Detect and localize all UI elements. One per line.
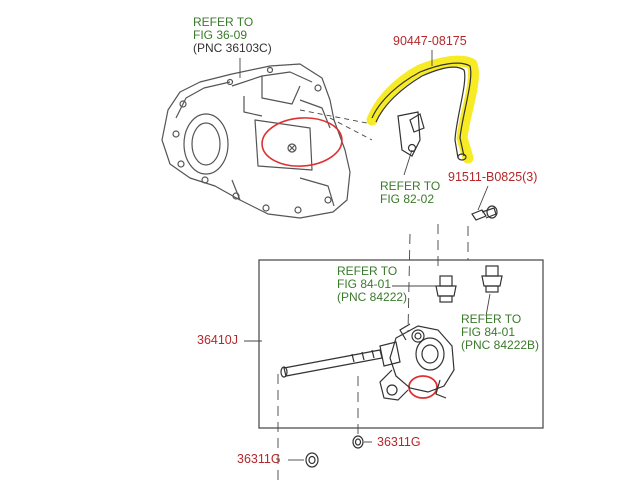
tube-bracket <box>397 111 425 157</box>
ref-fig-84-01-pnc-84222[interactable]: REFER TO FIG 84-01 (PNC 84222) <box>337 265 407 304</box>
ref-fig-36-09-line1: REFER TO <box>193 15 254 29</box>
ref-fig-36-09-line2: FIG 36-09 <box>193 28 248 42</box>
part-number-90447-08175[interactable]: 90447-08175 <box>393 34 467 48</box>
part-number-36410j[interactable]: 36410J <box>197 333 239 347</box>
ref-fig-84-01-a-line1: REFER TO <box>337 264 398 278</box>
transmission-housing <box>161 63 351 219</box>
part-number-91511-b0825[interactable]: 91511-B0825(3) <box>448 170 538 184</box>
shift-shaft <box>280 341 401 378</box>
shift-housing <box>379 323 455 401</box>
assembly-frame <box>258 259 544 429</box>
ref-fig-84-01-a-pnc: (PNC 84222) <box>337 290 408 304</box>
markup-circle-housing <box>261 117 343 167</box>
breather-tube <box>371 62 472 161</box>
ref-fig-84-01-a-line2: FIG 84-01 <box>337 277 392 291</box>
bolt-leader <box>477 185 489 211</box>
ref-fig-84-01-b-line2: FIG 84-01 <box>461 325 516 339</box>
markup-circle-valve <box>408 375 438 399</box>
sensor-84222 <box>435 275 457 303</box>
label-leader-lines <box>244 50 491 461</box>
ref-fig-82-02-line1: REFER TO <box>380 179 441 193</box>
sensor-84222b <box>481 265 503 293</box>
bolt-91511 <box>471 205 498 221</box>
housing-leader-lines <box>239 58 413 176</box>
assembly-dashed-leaders <box>277 224 469 484</box>
ref-fig-82-02-line2: FIG 82-02 <box>380 192 435 206</box>
ref-fig-36-09-pnc: (PNC 36103C) <box>193 41 272 55</box>
ref-fig-84-01-b-line1: REFER TO <box>461 312 522 326</box>
ref-fig-84-01-pnc-84222b[interactable]: REFER TO FIG 84-01 (PNC 84222B) <box>461 313 539 352</box>
ref-fig-84-01-b-pnc: (PNC 84222B) <box>461 338 540 352</box>
bushing-36311-right <box>352 435 364 449</box>
bushing-36311-left <box>305 452 319 468</box>
ref-fig-82-02[interactable]: REFER TO FIG 82-02 <box>380 180 440 206</box>
part-number-36311g-right[interactable]: 36311G <box>377 435 421 449</box>
part-number-36311g-left[interactable]: 36311G <box>237 452 281 466</box>
ref-fig-36-09[interactable]: REFER TO FIG 36-09 (PNC 36103C) <box>193 16 272 55</box>
